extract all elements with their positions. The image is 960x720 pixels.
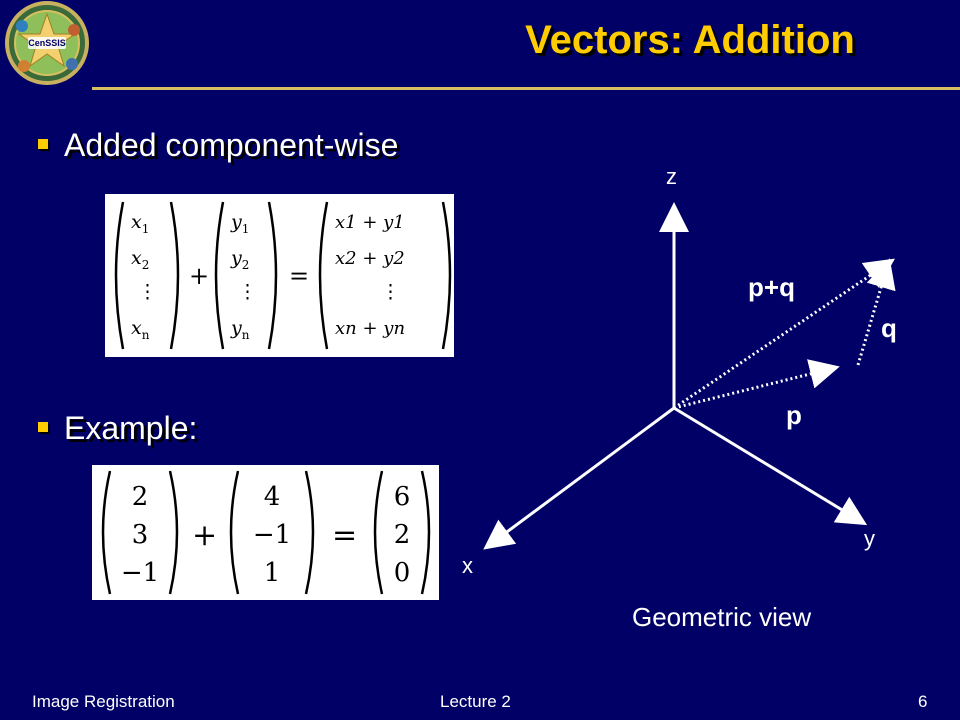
formula-general: x1 x2 ⋮ xn + y1 y2 ⋮ yn = x1 + y1 x2 + y… — [114, 201, 452, 350]
svg-text:yn: yn — [230, 317, 250, 342]
x-axis — [483, 406, 675, 550]
formula-general-box: x1 x2 ⋮ xn + y1 y2 ⋮ yn = x1 + y1 x2 + y… — [105, 194, 454, 357]
vector-label-p: p — [786, 400, 802, 430]
bullet-square-icon — [38, 421, 48, 432]
axis-label-x: x — [462, 553, 473, 578]
svg-text:+: + — [189, 262, 209, 290]
bullet-added-component-wise: Added component-wise — [38, 127, 398, 164]
svg-text:⋮: ⋮ — [381, 281, 400, 303]
formula-example: 2 3 −1 + 4 −1 1 = 6 2 0 — [101, 470, 431, 595]
bullet-square-icon — [38, 138, 48, 149]
svg-text:=: = — [289, 262, 309, 290]
svg-text:2: 2 — [394, 520, 411, 550]
axis-label-z: z — [666, 164, 677, 189]
svg-text:x2 + y2: x2 + y2 — [335, 248, 405, 269]
title-divider — [92, 87, 960, 90]
axis-label-y: y — [864, 526, 875, 551]
svg-text:CenSSIS: CenSSIS — [28, 38, 66, 48]
svg-text:3: 3 — [132, 520, 149, 550]
svg-text:−1: −1 — [253, 520, 291, 550]
footer-course: Image Registration — [32, 692, 175, 711]
y-axis — [673, 406, 868, 526]
svg-text:2: 2 — [132, 482, 149, 512]
diagram-caption: Geometric view — [632, 602, 812, 632]
svg-text:⋮: ⋮ — [138, 281, 157, 303]
vector-p — [673, 359, 840, 410]
svg-text:x1 + y1: x1 + y1 — [335, 212, 405, 233]
svg-text:xn + yn: xn + yn — [335, 318, 405, 339]
footer-lecture: Lecture 2 — [440, 692, 511, 711]
svg-text:xn: xn — [131, 317, 150, 342]
svg-text:4: 4 — [264, 482, 281, 512]
svg-text:y1: y1 — [230, 211, 249, 236]
svg-text:x2: x2 — [131, 247, 149, 272]
svg-text:⋮: ⋮ — [238, 281, 257, 303]
censsis-logo: CenSSIS — [5, 1, 89, 85]
footer-page-number: 6 — [918, 692, 928, 711]
svg-text:=: = — [332, 518, 357, 553]
slide-title: Vectors: Addition — [525, 18, 855, 62]
svg-text:y2: y2 — [230, 247, 249, 272]
svg-text:x1: x1 — [131, 211, 149, 236]
vector-label-p-plus-q: p+q — [748, 272, 795, 302]
bullet-example: Example: — [38, 410, 197, 447]
geometric-diagram — [483, 202, 896, 550]
svg-text:0: 0 — [394, 558, 411, 588]
svg-text:1: 1 — [264, 558, 281, 588]
svg-text:+: + — [192, 518, 217, 553]
formula-example-box: 2 3 −1 + 4 −1 1 = 6 2 0 — [92, 465, 439, 600]
vector-p-plus-q — [673, 258, 895, 410]
vector-label-q: q — [881, 313, 897, 343]
svg-text:−1: −1 — [121, 558, 159, 588]
svg-text:6: 6 — [394, 482, 411, 512]
